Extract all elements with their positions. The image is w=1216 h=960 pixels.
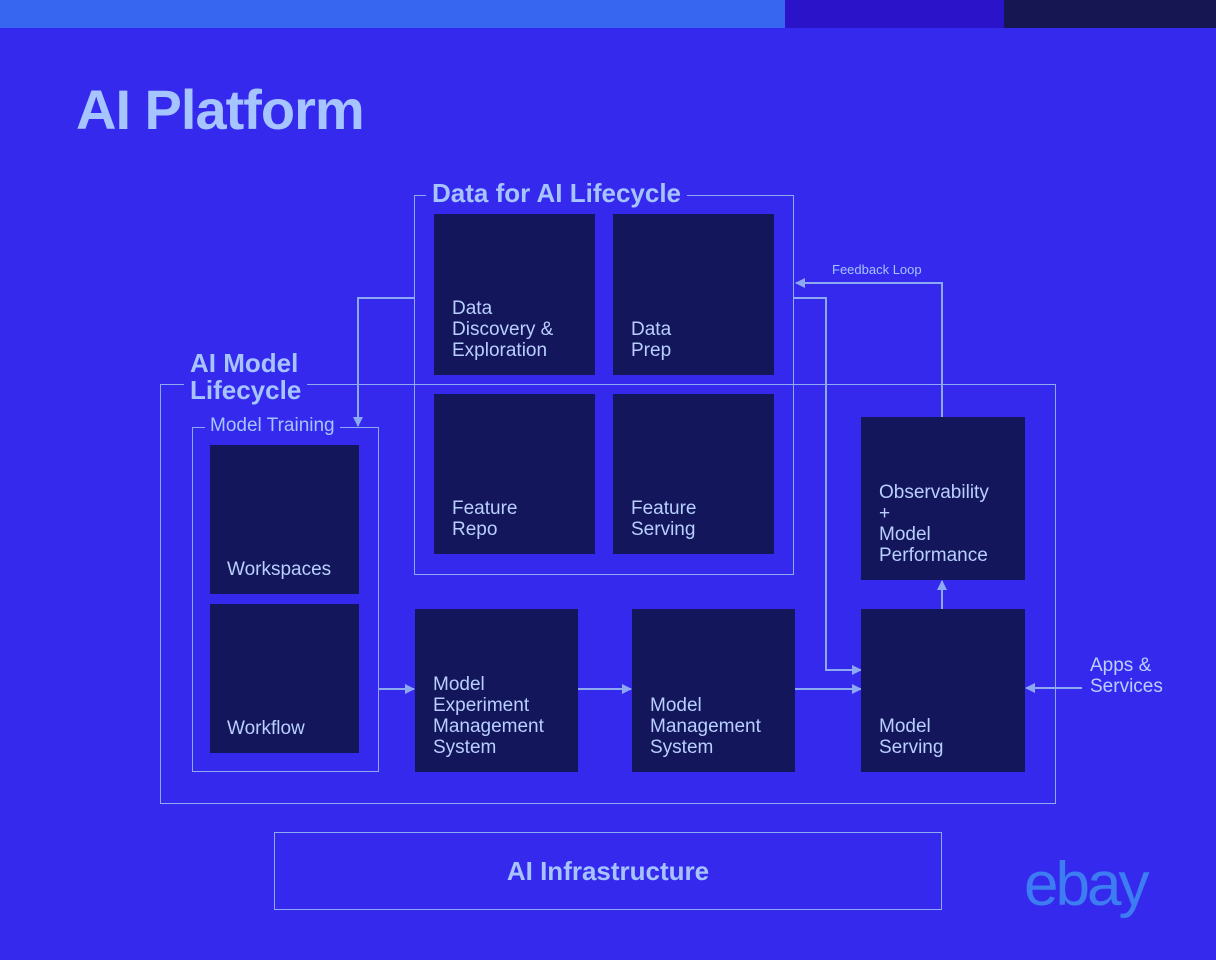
model-lifecycle-frame xyxy=(160,384,1056,804)
ai-infrastructure-frame xyxy=(274,832,942,910)
model-lifecycle-title: AI Model Lifecycle xyxy=(184,350,308,404)
feature-serving-label: Feature Serving xyxy=(631,498,697,540)
model-management-box: Model Management System xyxy=(632,609,795,772)
data-discovery-box: Data Discovery & Exploration xyxy=(434,214,595,375)
workspaces-label: Workspaces xyxy=(227,559,332,580)
feature-repo-label: Feature Repo xyxy=(452,498,518,540)
data-prep-label: Data Prep xyxy=(631,319,672,361)
model-training-title: Model Training xyxy=(205,415,340,437)
observability-label: Observability + Model Performance xyxy=(879,482,989,566)
feedback-loop-label: Feedback Loop xyxy=(832,262,922,277)
workspaces-box: Workspaces xyxy=(210,445,359,594)
data-to-serving-arrow xyxy=(794,297,862,675)
ebay-logo-icon: ebay xyxy=(1024,850,1149,919)
observability-box: Observability + Model Performance xyxy=(861,417,1025,580)
top-stripe-segment-1 xyxy=(0,0,785,28)
top-stripe-segment-3 xyxy=(1004,0,1216,28)
data-lifecycle-title: Data for AI Lifecycle xyxy=(426,180,688,207)
model-management-label: Model Management System xyxy=(650,695,761,758)
workflow-label: Workflow xyxy=(227,718,305,739)
model-experiment-box: Model Experiment Management System xyxy=(415,609,578,772)
feedback-loop-arrow xyxy=(795,278,943,417)
page-title: AI Platform xyxy=(76,78,365,141)
data-to-training-arrow xyxy=(353,297,414,427)
feature-repo-box: Feature Repo xyxy=(434,394,595,554)
model-serving-box: Model Serving xyxy=(861,609,1025,772)
model-serving-label: Model Serving xyxy=(879,716,944,758)
top-stripe-segment-2 xyxy=(785,0,1004,28)
ai-infrastructure-label: AI Infrastructure xyxy=(506,855,710,886)
apps-services-label: Apps & Services xyxy=(1090,655,1163,697)
feature-serving-box: Feature Serving xyxy=(613,394,774,554)
model-experiment-label: Model Experiment Management System xyxy=(433,674,544,758)
data-discovery-label: Data Discovery & Exploration xyxy=(452,298,554,361)
workflow-box: Workflow xyxy=(210,604,359,753)
data-prep-box: Data Prep xyxy=(613,214,774,375)
